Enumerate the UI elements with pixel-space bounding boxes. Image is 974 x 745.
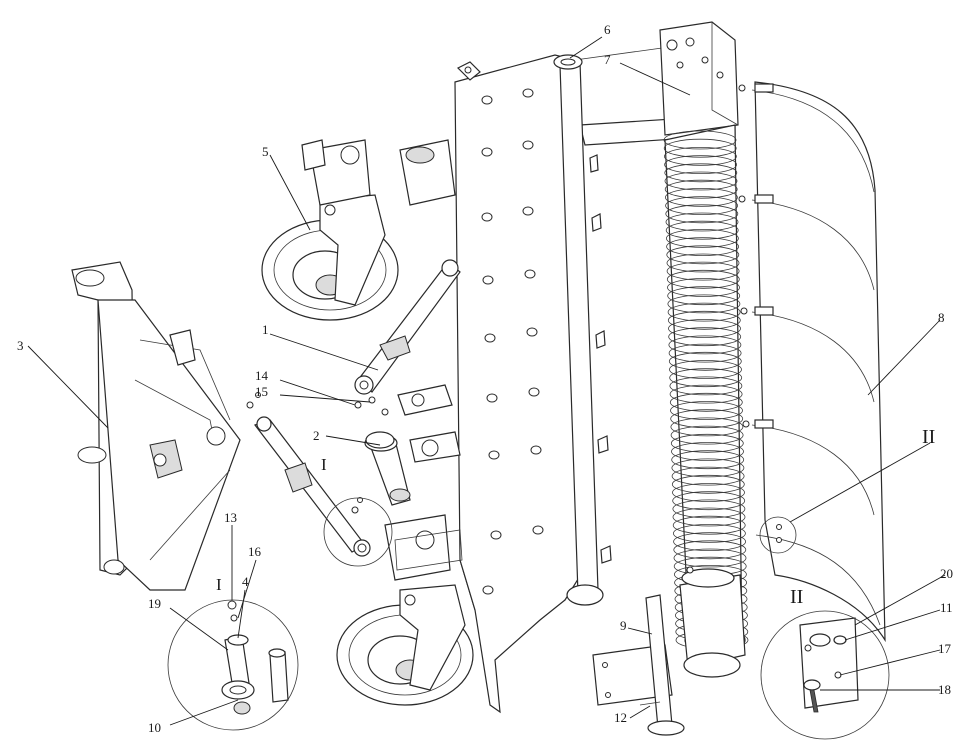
callout-17: 17 bbox=[938, 641, 952, 656]
detail-i-marker-circle bbox=[323, 497, 393, 567]
callout-18: 18 bbox=[938, 682, 951, 697]
roller-coil-ring bbox=[666, 253, 740, 273]
leader-lines bbox=[27, 36, 946, 726]
roller-coil-ring bbox=[666, 237, 739, 257]
roller-coil-ring bbox=[668, 343, 742, 363]
hydraulic-cylinder-1 bbox=[354, 259, 461, 395]
roller-coil-ring bbox=[663, 130, 737, 150]
hitch-frame bbox=[71, 261, 241, 591]
callout-3: 3 bbox=[17, 338, 24, 353]
roller-coil-ring bbox=[672, 483, 745, 502]
roller-coil-ring bbox=[673, 532, 746, 551]
roller-coil-ring bbox=[670, 433, 744, 453]
center-brackets bbox=[365, 384, 461, 463]
main-body-panel bbox=[454, 39, 736, 714]
spiral-roller bbox=[663, 124, 749, 678]
vertical-shaft bbox=[553, 54, 612, 606]
roller-coil-ring bbox=[665, 220, 739, 240]
roller-coil-ring bbox=[665, 204, 739, 224]
roller-coil-ring bbox=[668, 335, 742, 355]
roller-coil-ring bbox=[664, 155, 737, 175]
roller-coil-ring bbox=[669, 384, 743, 404]
roller-coil-ring bbox=[673, 548, 747, 568]
callout-12: 12 bbox=[614, 710, 627, 725]
callout-6: 6 bbox=[604, 22, 611, 37]
roller-coil-ring bbox=[671, 442, 744, 461]
detail-mark-ii-on-guard: II bbox=[922, 426, 935, 448]
detail-mark-i-on-linkage: I bbox=[321, 455, 327, 474]
roller-coil-ring bbox=[669, 368, 743, 388]
callout-11: 11 bbox=[940, 600, 953, 615]
roller-coil-ring bbox=[664, 146, 737, 166]
roller-coil-ring bbox=[667, 294, 741, 314]
lower-bracket bbox=[592, 594, 685, 736]
detail-mark-ii-heading: II bbox=[790, 586, 803, 608]
curved-guard bbox=[738, 81, 886, 643]
callout-5: 5 bbox=[262, 144, 269, 159]
callout-14: 14 bbox=[255, 368, 269, 383]
callout-10: 10 bbox=[148, 720, 161, 735]
roller-coil-ring bbox=[671, 450, 745, 470]
callout-15: 15 bbox=[255, 384, 268, 399]
roller-coil-ring bbox=[669, 392, 743, 412]
roller-coil-ring bbox=[667, 278, 740, 297]
roller-coil-ring bbox=[664, 179, 738, 199]
callout-19: 19 bbox=[148, 596, 161, 611]
roller-coil-ring bbox=[668, 319, 741, 338]
lower-caster-wheel bbox=[336, 514, 474, 706]
linkage-rod bbox=[246, 392, 389, 557]
callout-9: 9 bbox=[620, 618, 627, 633]
roller-coil-ring bbox=[671, 466, 745, 486]
roller-coil-ring bbox=[668, 327, 742, 347]
callout-13: 13 bbox=[224, 510, 237, 525]
roller-coil-ring bbox=[670, 425, 744, 445]
roller-coil-ring bbox=[668, 351, 742, 371]
upper-caster-wheel bbox=[261, 139, 456, 321]
callout-7: 7 bbox=[604, 52, 611, 67]
roller-coils bbox=[663, 130, 749, 650]
roller-coil-ring bbox=[666, 245, 740, 265]
callout-4: 4 bbox=[242, 574, 249, 589]
roller-coil-ring bbox=[671, 474, 745, 494]
callout-16: 16 bbox=[248, 544, 262, 559]
callout-8: 8 bbox=[938, 310, 945, 325]
callout-labels: 1 2 3 4 5 6 7 8 9 10 11 12 13 14 15 16 1… bbox=[17, 22, 953, 735]
roller-coil-ring bbox=[669, 376, 743, 396]
roller-coil-ring bbox=[673, 540, 747, 560]
roller-coil-ring bbox=[665, 212, 739, 232]
roller-coil-ring bbox=[670, 409, 744, 429]
roller-coil-ring bbox=[670, 401, 743, 420]
roller-coil-ring bbox=[670, 417, 744, 437]
roller-coil-ring bbox=[665, 196, 738, 216]
detail-ii-view bbox=[760, 610, 890, 740]
top-housing bbox=[659, 21, 739, 136]
roller-coil-ring bbox=[666, 269, 740, 289]
detail-i-view bbox=[167, 599, 299, 731]
callout-1: 1 bbox=[262, 322, 269, 337]
roller-coil-ring bbox=[672, 491, 746, 511]
callout-2: 2 bbox=[313, 428, 320, 443]
roller-coil-ring bbox=[666, 261, 740, 281]
detail-mark-i-heading: I bbox=[216, 575, 222, 594]
guard-brackets bbox=[738, 83, 774, 429]
roller-coil-ring bbox=[667, 286, 741, 306]
roller-coil-ring bbox=[672, 499, 746, 519]
panel-holes bbox=[481, 88, 544, 595]
roller-coil-ring bbox=[664, 171, 738, 191]
detail-marks: II II I I bbox=[216, 426, 935, 608]
roller-coil-ring bbox=[664, 163, 738, 183]
roller-coil-ring bbox=[672, 507, 746, 527]
roller-coil-ring bbox=[671, 458, 745, 478]
roller-coil-ring bbox=[667, 302, 741, 322]
roller-coil-ring bbox=[665, 187, 738, 207]
callout-20: 20 bbox=[940, 566, 953, 581]
frame-rail bbox=[394, 529, 463, 571]
roller-coil-ring bbox=[667, 310, 741, 330]
roller-coil-ring bbox=[672, 515, 746, 535]
roller-coil-ring bbox=[663, 138, 737, 158]
roller-coil-ring bbox=[673, 524, 746, 543]
roller-coil-ring bbox=[669, 360, 742, 379]
roller-coil-ring bbox=[666, 228, 739, 248]
